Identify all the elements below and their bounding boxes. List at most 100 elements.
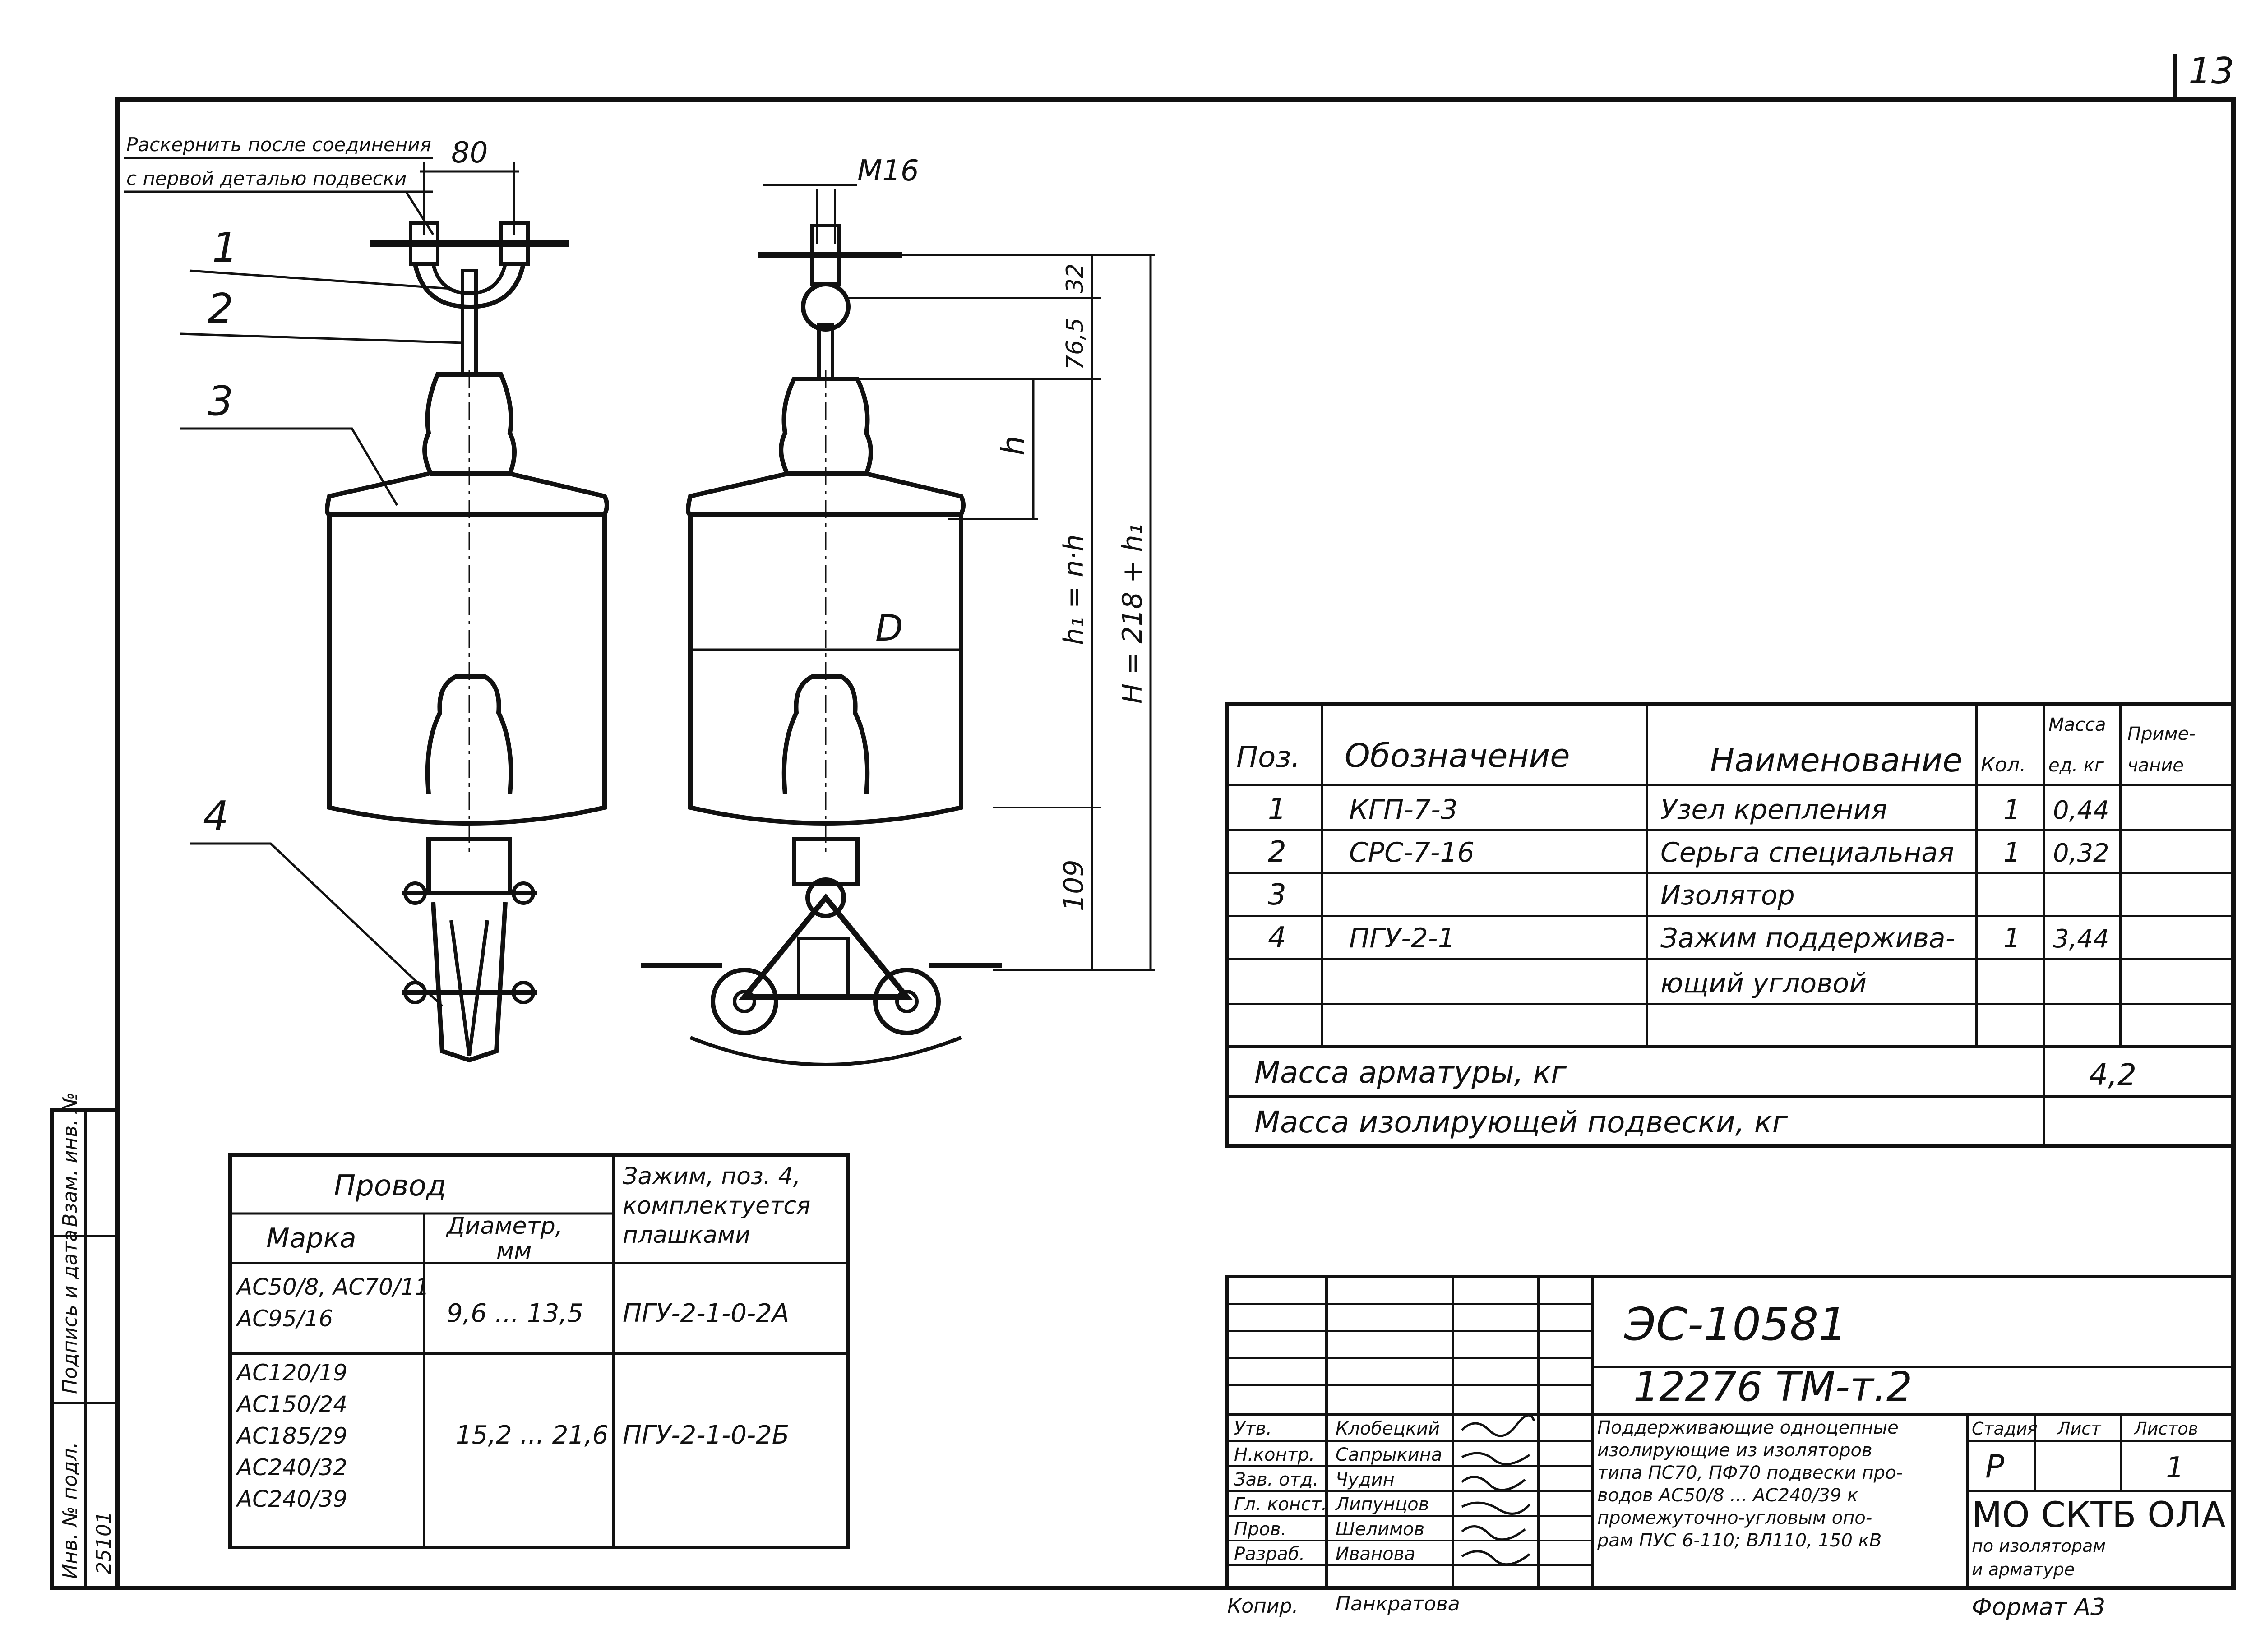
left-callout-1: 1 [212,224,238,272]
side-stamp-sign: Подпись и дата [59,1230,82,1394]
spec-header-mass-l2: ед. кг [2048,755,2104,776]
desc-line6: рам ПУС 6-110; ВЛ110, 150 кВ [1597,1530,1882,1551]
wire-row1-clamp: ПГУ-2-1-0-2А [623,1299,789,1328]
right-dim-D: D [875,607,903,649]
wire-header-brand: Марка [266,1223,356,1254]
spec-header-note-l2: чание [2127,755,2184,776]
wire-header-diam-l2: мм [496,1237,532,1264]
stage-label: Стадия [1972,1419,2038,1439]
spec-header-qty: Кол. [1981,753,2026,776]
sheet-number: 13 [2188,50,2234,92]
wire-row1-brand1: АС50/8, АС70/11 [236,1274,429,1300]
spec-header-designation: Обозначение [1345,737,1570,775]
right-dim-h1: h₁ = n·h [1058,534,1090,645]
spec-row2-qty: 1 [2003,837,2020,868]
spec-row4-name: Зажим поддержива- [1660,923,1955,954]
right-dim-bolt: М16 [857,154,919,188]
left-callout-4: 4 [203,793,229,840]
wire-row2-brand5: АС240/39 [236,1486,347,1512]
wire-header-diam-l1: Диаметр, [446,1213,563,1240]
role-head: Зав. отд. [1234,1469,1318,1490]
wire-row2-brand3: АС185/29 [236,1423,347,1449]
spec-row2-name: Серьга специальная [1660,837,1954,868]
spec-row3-pos: 3 [1268,878,1286,912]
wire-header-clamp-l2: комплектуется [623,1192,810,1219]
wire-header-clamp-l3: плашками [623,1222,750,1249]
wire-header-wire: Провод [334,1169,446,1203]
side-stamp: Инв. № подл. Подпись и дата Взам. инв. №… [50,1092,119,1590]
role-checked-name: Шелимов [1336,1519,1424,1540]
left-note-line2: с первой деталью подвески [126,167,407,189]
role-checked: Пров. [1234,1519,1286,1540]
spec-row2-mass: 0,32 [2053,839,2109,868]
fitting-mass-label: Масса арматуры, кг [1254,1055,1567,1090]
spec-row2-designation: СРС-7-16 [1349,837,1475,868]
spec-row1-designation: КГП-7-3 [1349,794,1458,826]
wire-row2-brand2: АС150/24 [236,1391,347,1417]
org-line2: по изоляторам [1972,1536,2106,1556]
side-stamp-value: 25101 [92,1511,116,1574]
desc-line5: промежуточно-угловым опо- [1597,1508,1872,1528]
org-line3: и арматуре [1972,1560,2075,1579]
left-view: Раскернить после соединения с первой дет… [124,134,609,1063]
spec-row1-mass: 0,44 [2053,796,2109,825]
role-approved-name: Клобецкий [1336,1418,1440,1439]
wire-row1-diameter: 9,6 ... 13,5 [447,1299,583,1328]
right-dim-H: H = 218 + h₁ [1117,524,1148,704]
format-label: Формат А3 [1972,1594,2105,1621]
spec-row1-qty: 1 [2003,794,2020,826]
right-dim-h: h [995,436,1032,456]
role-norm: Н.контр. [1234,1444,1315,1465]
left-note-line1: Раскернить после соединения [126,134,431,156]
org-name: МО СКТБ ОЛА [1972,1495,2226,1536]
spec-table: Поз. Обозначение Наименование Кол. Масса… [1225,702,2235,1148]
desc-line4: водов АС50/8 ... АС240/39 к [1597,1485,1858,1506]
fitting-mass-value: 4,2 [2089,1057,2136,1092]
spec-row4-qty: 1 [2003,923,2020,954]
spec-row2-pos: 2 [1268,835,1286,869]
right-view: М16 D 32 [641,154,1155,1066]
spec-row1-name: Узел крепления [1660,794,1887,826]
stage-value: Р [1985,1448,2005,1485]
sheet-label: Лист [2057,1419,2102,1439]
wire-table: Провод Марка Диаметр, мм Зажим, поз. 4, … [228,1153,850,1549]
wire-row1-brand2: АС95/16 [236,1306,333,1332]
copier-name: Панкратова [1336,1592,1460,1615]
right-dim-109: 109 [1058,859,1090,911]
sheets-label: Листов [2133,1419,2198,1439]
desc-line3: типа ПС70, ПФ70 подвески про- [1597,1463,1903,1483]
right-dim-76-5: 76,5 [1062,318,1089,370]
drawing-code: ЭС-10581 [1624,1298,1847,1351]
spec-row4-designation: ПГУ-2-1 [1349,923,1455,954]
spec-row3-name: Изолятор [1660,880,1795,911]
spec-header-note-l1: Приме- [2127,724,2196,744]
sheets-value: 1 [2166,1451,2184,1485]
wire-row2-diameter: 15,2 ... 21,6 [456,1421,608,1450]
title-block: ЭС-10581 12276 ТМ-т.2 Утв. Клобецкий Н.к… [1225,1275,2235,1621]
role-norm-name: Сапрыкина [1336,1444,1442,1465]
role-approved: Утв. [1234,1418,1272,1439]
role-chief: Гл. конст. [1234,1494,1327,1515]
spec-row5-name: ющий угловой [1660,968,1867,999]
project-code: 12276 ТМ-т.2 [1633,1363,1912,1411]
wire-row2-brand4: АС240/32 [236,1454,347,1481]
spec-row1-pos: 1 [1268,793,1286,826]
left-dim-80: 80 [451,136,488,170]
spec-header-mass-l1: Масса [2048,715,2106,735]
role-developed: Разраб. [1234,1544,1305,1564]
spec-row4-pos: 4 [1268,921,1286,955]
desc-line1: Поддерживающие одноцепные [1597,1417,1899,1438]
wire-row2-clamp: ПГУ-2-1-0-2Б [623,1421,789,1450]
spec-row4-mass: 3,44 [2053,924,2109,954]
spec-header-pos: Поз. [1236,741,1300,774]
wire-header-clamp-l1: Зажим, поз. 4, [623,1163,800,1190]
insulating-mass-label: Масса изолирующей подвески, кг [1254,1105,1788,1140]
signatures [1461,1414,1535,1566]
wire-row2-brand1: АС120/19 [236,1360,347,1386]
side-stamp-replace: Взам. инв. № [59,1092,82,1227]
spec-header-name: Наименование [1710,741,1963,779]
left-callout-3: 3 [208,378,233,425]
copier-label: Копир. [1227,1595,1298,1618]
side-stamp-inv: Инв. № подл. [59,1442,82,1579]
desc-line2: изолирующие из изоляторов [1597,1440,1872,1461]
